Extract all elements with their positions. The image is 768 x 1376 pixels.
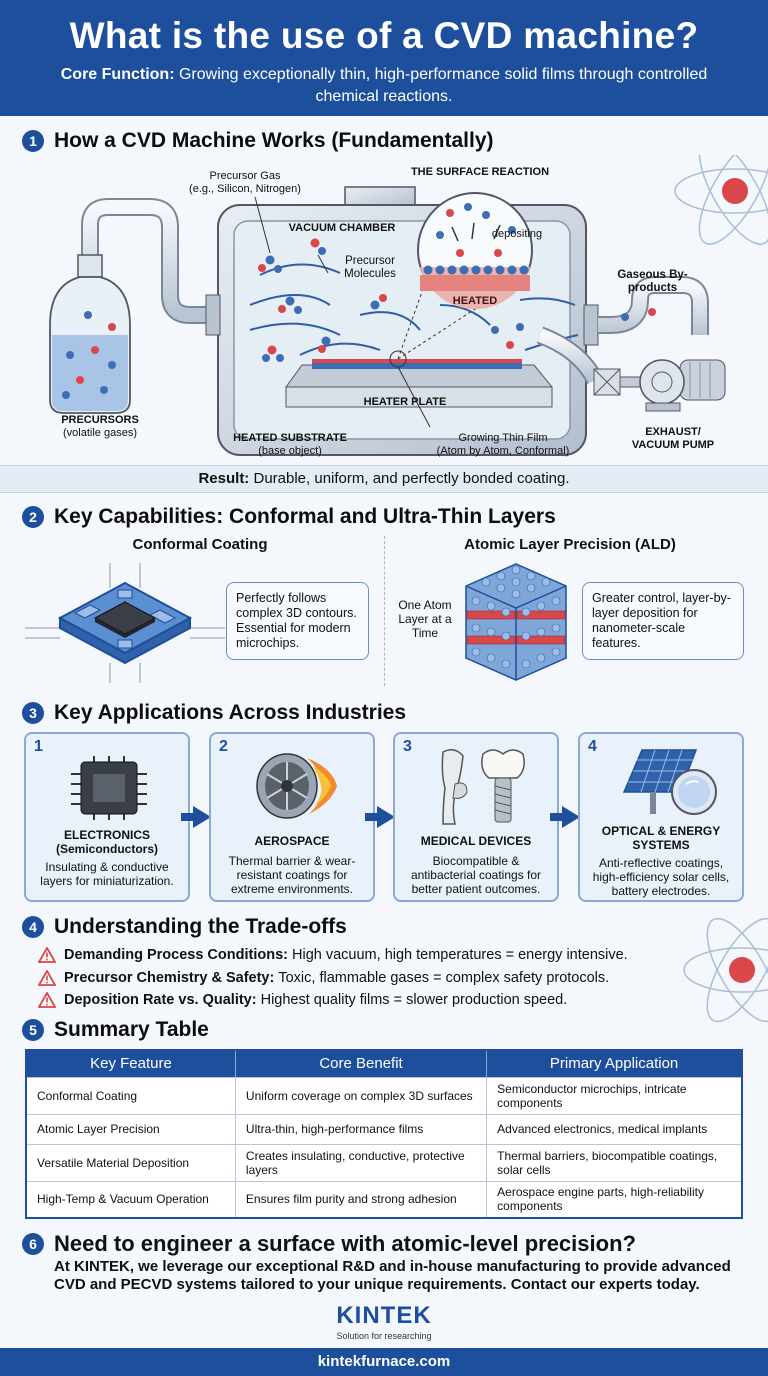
arrow-right-icon <box>365 806 395 828</box>
label-growing-film: Growing Thin Film(Atom by Atom, Conforma… <box>436 432 570 457</box>
section-4-heading: 4 Understanding the Trade-offs <box>22 915 347 939</box>
cta-text: At KINTEK, we leverage our exceptional R… <box>54 1258 731 1293</box>
arrow-right-icon <box>550 806 580 828</box>
section-1-heading: 1 How a CVD Machine Works (Fundamentally… <box>22 129 494 153</box>
chip-icon <box>71 756 147 820</box>
arrow-right-icon <box>181 806 211 828</box>
summary-table: Key Feature Core Benefit Primary Applica… <box>25 1049 743 1219</box>
section-5-heading: 5 Summary Table <box>22 1018 209 1042</box>
conformal-desc: Perfectly follows complex 3D contours. E… <box>226 582 369 660</box>
warning-icon <box>38 992 56 1008</box>
app-title: ELECTRONICS(Semiconductors) <box>55 828 158 856</box>
page-title: What is the use of a CVD machine? <box>69 15 699 56</box>
section-3-heading: 3 Key Applications Across Industries <box>22 701 406 725</box>
label-gaseous-byproducts: Gaseous By-products <box>617 269 688 294</box>
surface-reaction-zoom <box>397 192 533 360</box>
label-heater-plate: HEATER PLATE <box>363 396 447 408</box>
tradeoff-item: Demanding Process Conditions: High vacuu… <box>38 946 628 964</box>
turbine-icon <box>256 753 337 819</box>
ald-desc: Greater control, layer-by-layer depositi… <box>582 582 744 660</box>
label-exhaust: EXHAUST/VACUUM PUMP <box>631 426 715 451</box>
table-header: Primary Application <box>486 1050 743 1077</box>
app-desc: Insulating & conductive layers for minia… <box>40 860 174 888</box>
label-precursor-gas: Precursor Gas(e.g., Silicon, Nitrogen) <box>189 170 301 195</box>
label-surface-reaction: THE SURFACE REACTION <box>410 166 550 178</box>
table-header: Key Feature <box>26 1050 236 1077</box>
tradeoff-item: Precursor Chemistry & Safety: Toxic, fla… <box>38 969 609 987</box>
conformal-title: Conformal Coating <box>132 536 268 553</box>
tradeoff-item: Deposition Rate vs. Quality: Highest qua… <box>38 991 567 1009</box>
divider <box>384 536 385 686</box>
page-subtitle: Core Function: Growing exceptionally thi… <box>60 66 708 105</box>
app-desc: Anti-reflective coatings, high-efficienc… <box>592 856 730 898</box>
precursor-molecules <box>258 238 524 362</box>
implant-icon <box>441 749 525 825</box>
atomic-layer-cube-icon <box>465 563 567 681</box>
label-heated-substrate: HEATED SUBSTRATE(base object) <box>233 432 347 457</box>
label-depositing: depositing <box>491 228 543 240</box>
warning-icon <box>38 970 56 986</box>
ald-title: Atomic Layer Precision (ALD) <box>464 536 676 553</box>
app-title: OPTICAL & ENERGY SYSTEMS <box>601 824 721 852</box>
section-2-heading: 2 Key Capabilities: Conformal and Ultra-… <box>22 505 556 529</box>
app-card-optical-energy: 4 OPTICAL & ENERGY SYSTEMS Anti-reflecti… <box>578 732 744 902</box>
precursor-flask <box>49 254 131 414</box>
result-bar: Result: Durable, uniform, and perfectly … <box>0 465 768 493</box>
label-precursor-molecules: Precursor Molecules <box>344 255 396 280</box>
footer-url[interactable]: kintekfurnace.com <box>0 1348 768 1376</box>
atom-icon <box>683 917 768 1023</box>
app-title: AEROSPACE <box>254 834 330 848</box>
atom-icon <box>674 155 768 245</box>
app-desc: Thermal barrier & wear-resistant coating… <box>228 854 356 896</box>
ald-side-label: One Atom Layer at a Time <box>398 598 452 640</box>
kintek-logo: KINTEK <box>336 1302 432 1329</box>
app-card-electronics: 1 ELECTRONICS(Semiconductors) Insulating… <box>24 732 190 902</box>
app-card-aerospace: 2 AEROSPACE Thermal barrier & wear-resis… <box>209 732 375 902</box>
app-desc: Biocompatible & antibacterial coatings f… <box>410 854 542 896</box>
warning-icon <box>38 947 56 963</box>
solar-panel-icon <box>622 749 717 815</box>
logo-tagline: Solution for researching <box>336 1331 432 1341</box>
label-precursors: PRECURSORS(volatile gases) <box>61 414 139 439</box>
cvd-diagram <box>49 155 768 456</box>
section-6-heading: 6 Need to engineer a surface with atomic… <box>22 1231 636 1257</box>
label-vacuum-chamber: VACUUM CHAMBER <box>288 222 396 234</box>
vacuum-pump <box>593 359 726 412</box>
header: What is the use of a CVD machine? Core F… <box>0 0 768 116</box>
table-header: Core Benefit <box>235 1050 488 1077</box>
label-heated: HEATED <box>452 295 498 307</box>
app-card-medical: 3 MEDICAL DEVICES Biocompatible & antiba… <box>393 732 559 902</box>
app-title: MEDICAL DEVICES <box>420 834 532 848</box>
microchip-conformal-icon <box>25 563 225 683</box>
